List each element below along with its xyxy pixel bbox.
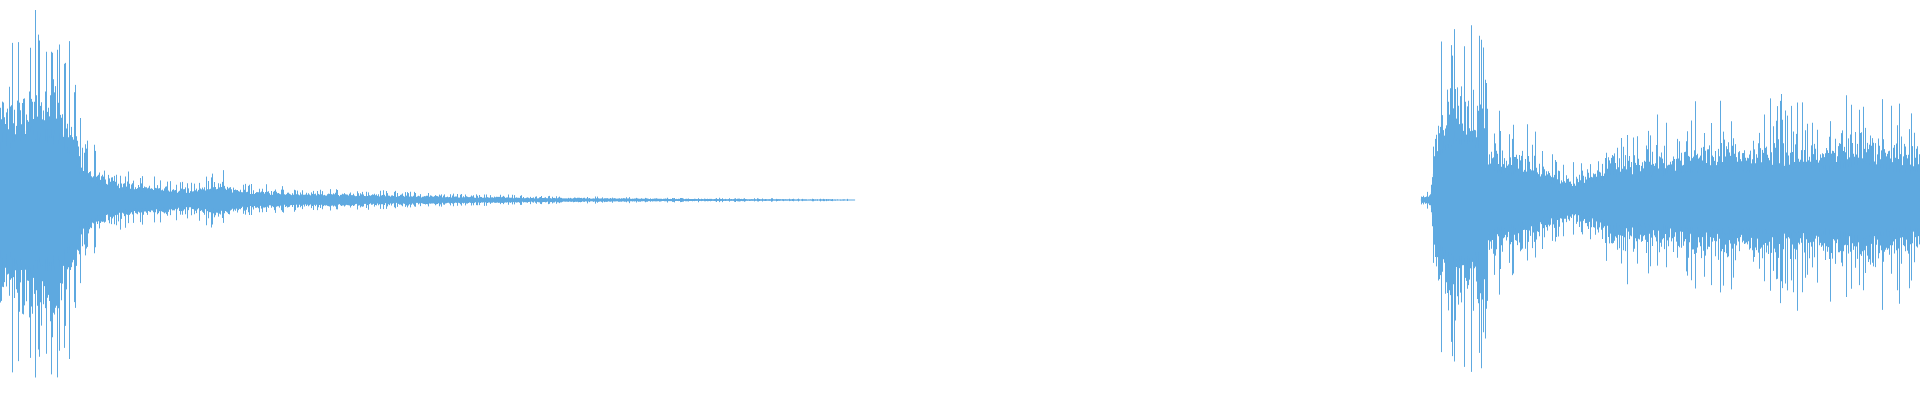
waveform-bars (0, 10, 1920, 378)
first-clip-waveform-core (0, 126, 856, 274)
second-clip-waveform-core (1420, 128, 1920, 272)
